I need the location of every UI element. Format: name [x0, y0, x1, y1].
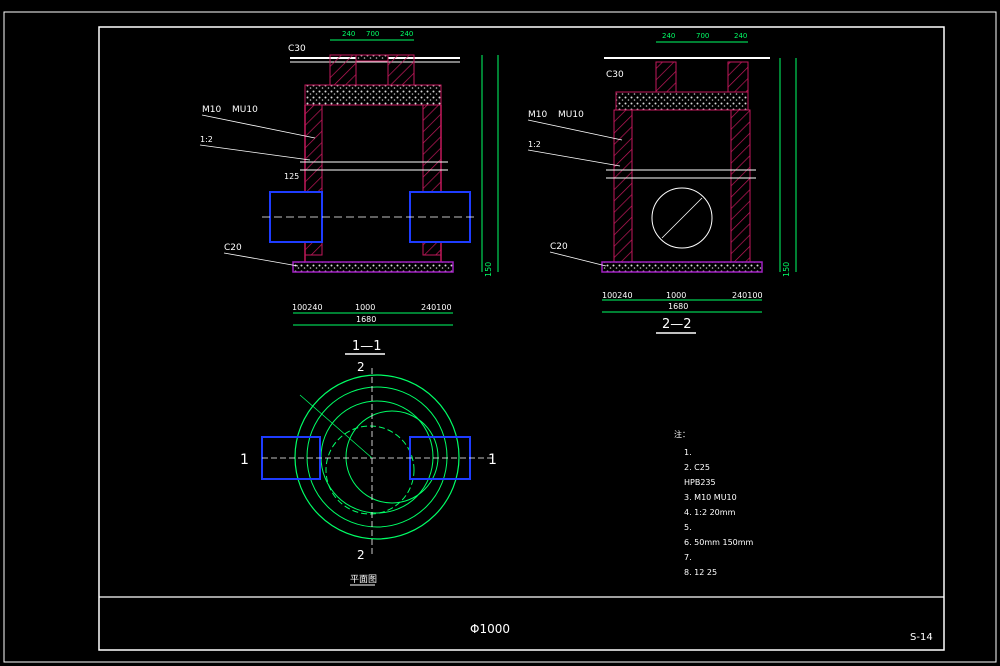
s1-dim-total: 1680 [356, 315, 376, 324]
drawing-title: Φ1000 [470, 622, 510, 636]
s2-dim-bottom-right: 240100 [732, 291, 763, 300]
s1-dim-top-right: 240 [400, 30, 413, 38]
s2-dim-top-left: 240 [662, 32, 675, 40]
note-8: 8. 12 25 [684, 568, 717, 577]
s1-mu10-label: MU10 [232, 105, 258, 115]
note-7: 7. [684, 553, 692, 562]
s1-dn-label: 125 [284, 172, 299, 181]
note-6: 6. 50mm 150mm [684, 538, 754, 547]
outer-frame [3, 11, 997, 663]
s1-dim-right: 150 [484, 262, 493, 277]
plan-caption: 平面图 [350, 574, 377, 585]
s1-dim-bottom-right: 240100 [421, 303, 452, 312]
s2-caption: 2—2 [662, 317, 692, 332]
s2-dim-right: 150 [782, 262, 791, 277]
note-2b: HPB235 [684, 478, 716, 487]
s1-dim-top-mid: 700 [366, 30, 379, 38]
s2-mortar-label: 1:2 [528, 140, 541, 149]
s2-mu10-label: MU10 [558, 110, 584, 120]
s2-dim-top-right: 240 [734, 32, 747, 40]
s1-caption: 1—1 [352, 339, 382, 354]
notes: 注： 1. 2. C25 HPB235 3. M10 MU10 4. 1:2 2… [674, 429, 754, 577]
note-5: 5. [684, 523, 692, 532]
s1-base-label: C20 [224, 243, 242, 253]
plan-marker-right: 1 [488, 452, 497, 468]
s2-dim-top-mid: 700 [696, 32, 709, 40]
s1-dim-bottom-mid: 1000 [355, 303, 375, 312]
s2-cover-label: C30 [606, 70, 624, 80]
inner-frame [98, 26, 945, 651]
notes-title: 注： [674, 429, 690, 439]
s1-cover-label: C30 [288, 44, 306, 54]
note-3: 3. M10 MU10 [684, 493, 737, 502]
note-4: 4. 1:2 20mm [684, 508, 736, 517]
note-2: 2. C25 [684, 463, 710, 472]
s1-mortar-label: 1:2 [200, 135, 213, 144]
section-2-2: 240 700 240 C30 M10 MU10 1:2 C20 150 100… [527, 32, 797, 334]
plan-marker-left: 1 [240, 452, 249, 468]
section-1-1: 240 700 240 C30 M10 MU10 1:2 125 C20 150… [199, 30, 499, 355]
sheet-number: S-14 [910, 632, 933, 643]
title-block: Φ1000 S-14 [470, 622, 933, 643]
plan-marker-top: 2 [357, 360, 365, 374]
s1-dim-top-left: 240 [342, 30, 355, 38]
s2-dim-bottom-left: 100240 [602, 291, 633, 300]
plan-marker-bottom: 2 [357, 548, 365, 562]
s1-m10-label: M10 [202, 105, 221, 115]
s1-dim-bottom-left: 100240 [292, 303, 323, 312]
s2-m10-label: M10 [528, 110, 547, 120]
s2-base-label: C20 [550, 242, 568, 252]
note-1: 1. [684, 448, 692, 457]
s2-dim-bottom-mid: 1000 [666, 291, 686, 300]
s2-dim-total: 1680 [668, 302, 688, 311]
plan-view: 2 2 1 1 平面图 [240, 360, 497, 586]
